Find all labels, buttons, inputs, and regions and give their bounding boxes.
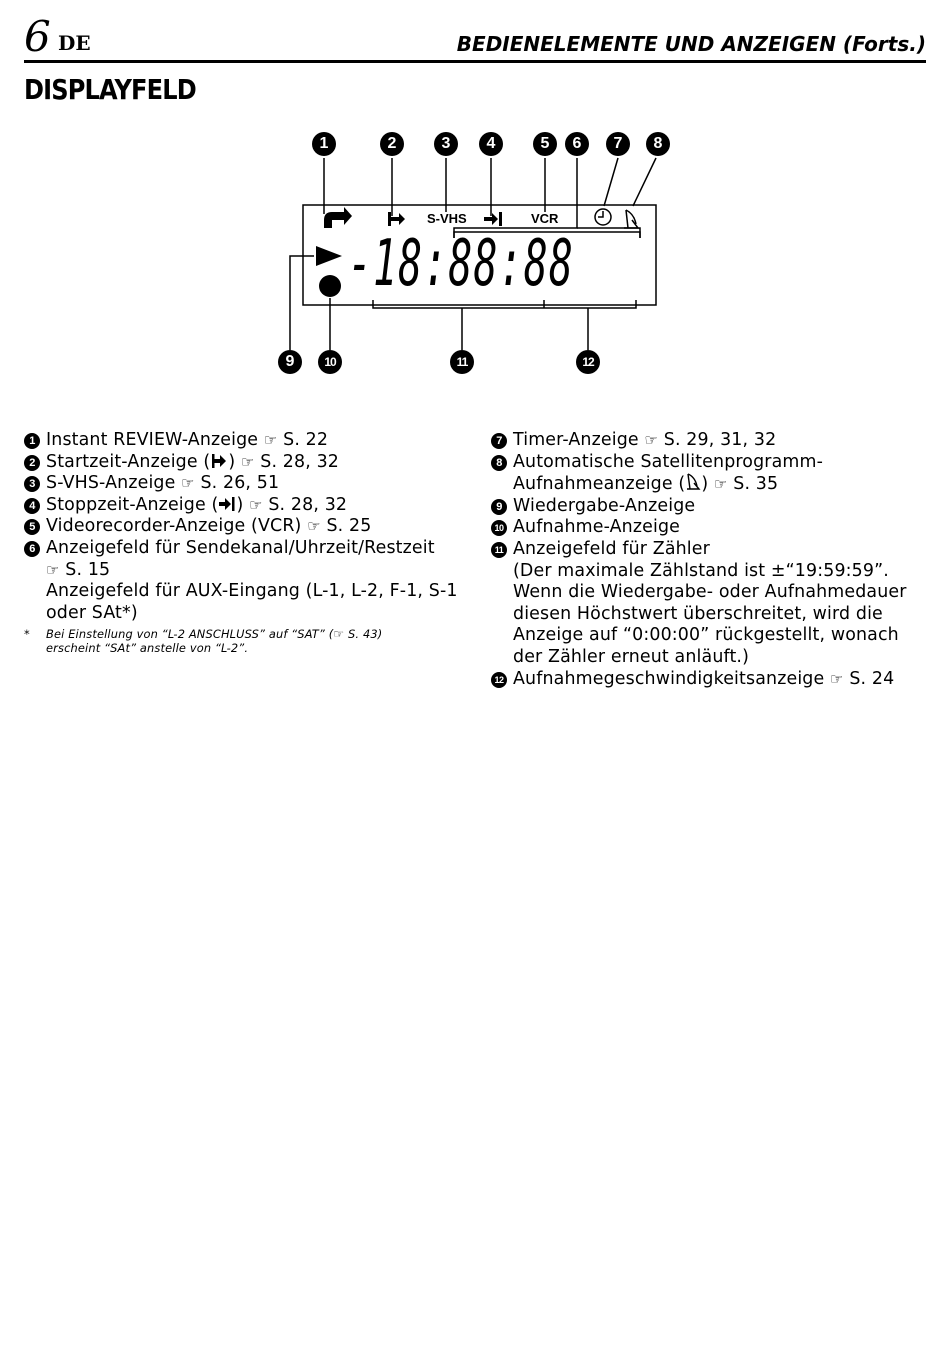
- lcd-drawing: [289, 157, 657, 350]
- list-item: 2 Startzeit-Anzeige () ☞ S. 28, 32: [24, 452, 464, 474]
- callout-1: 1: [312, 132, 336, 156]
- callout-12: 12: [576, 350, 600, 374]
- svhs-indicator: S-VHS: [427, 211, 467, 226]
- callout-2: 2: [380, 132, 404, 156]
- list-item: 10 Aufnahme-Anzeige: [491, 517, 931, 539]
- list-item: 11 Anzeigefeld für Zähler: [491, 539, 931, 561]
- callout-leaders: [289, 157, 657, 350]
- record-icon: [319, 275, 341, 297]
- hand-pointer-icon: ☞: [333, 627, 345, 642]
- vcr-indicator: VCR: [531, 211, 559, 226]
- list-item-extra: Anzeigefeld für AUX-Eingang (L-1, L-2, F…: [46, 581, 458, 623]
- display-panel-diagram: 1 2 3 4 5 6 7 8 9 10 11 12 S-VHS VCR -18…: [0, 110, 950, 400]
- hand-pointer-icon: ☞: [307, 517, 321, 536]
- callout-7: 7: [606, 132, 630, 156]
- list-item: 4 Stoppzeit-Anzeige () ☞ S. 28, 32: [24, 495, 464, 517]
- list-item-extra: (Der maximale Zählstand ist ±“19:59:59”.…: [513, 560, 907, 667]
- language-code: DE: [58, 31, 91, 55]
- callout-3: 3: [434, 132, 458, 156]
- lcd-frame: [302, 204, 657, 306]
- hand-pointer-icon: ☞: [830, 669, 844, 688]
- clock-icon: [594, 208, 612, 226]
- hand-pointer-icon: ☞: [46, 560, 60, 579]
- start-arrow-icon: [388, 212, 405, 226]
- callout-6: 6: [565, 132, 589, 156]
- hand-pointer-icon: ☞: [644, 431, 659, 449]
- list-item: 5 Videorecorder-Anzeige (VCR) ☞ S. 25: [24, 516, 464, 538]
- list-item: 7 Timer-Anzeige ☞ S. 29, 31, 32: [491, 430, 931, 452]
- callout-10: 10: [318, 350, 342, 374]
- callout-5: 5: [533, 132, 557, 156]
- satellite-dish-icon: [624, 209, 640, 229]
- legend-left-column: 1 Instant REVIEW-Anzeige ☞ S. 22 2 Start…: [24, 430, 464, 655]
- list-item: 8 Automatische Satellitenprogramm- Aufna…: [491, 452, 931, 496]
- list-item: 9 Wiedergabe-Anzeige: [491, 496, 931, 518]
- lcd-digit-readout: 18:88:88: [373, 227, 575, 301]
- legend-right-column: 7 Timer-Anzeige ☞ S. 29, 31, 32 8 Automa…: [491, 430, 931, 690]
- stop-arrow-icon: [219, 496, 235, 511]
- page-number: 6: [24, 12, 51, 61]
- chapter-title: BEDIENELEMENTE UND ANZEIGEN (Forts.): [456, 32, 926, 56]
- footnote: * Bei Einstellung von “L-2 ANSCHLUSS” au…: [24, 627, 383, 656]
- callout-11: 11: [450, 350, 474, 374]
- callout-8: 8: [646, 132, 670, 156]
- lcd-digits: -18:88:88: [348, 228, 574, 300]
- page-header: 6 DE BEDIENELEMENTE UND ANZEIGEN (Forts.…: [24, 12, 926, 63]
- list-item: 6 Anzeigefeld für Sendekanal/Uhrzeit/Res…: [24, 538, 464, 581]
- play-icon: [316, 246, 342, 266]
- satellite-dish-icon: [687, 473, 701, 490]
- section-title: DISPLAYFELD: [24, 73, 197, 106]
- lcd-minus: -: [348, 227, 374, 301]
- instant-review-icon: [324, 207, 352, 228]
- hand-pointer-icon: ☞: [181, 474, 195, 493]
- callout-4: 4: [479, 132, 503, 156]
- callout-9: 9: [278, 350, 302, 374]
- hand-pointer-icon: ☞: [263, 431, 278, 449]
- start-arrow-icon: [212, 453, 227, 468]
- hand-pointer-icon: ☞: [240, 452, 255, 471]
- hand-pointer-icon: ☞: [713, 475, 728, 494]
- list-item: 1 Instant REVIEW-Anzeige ☞ S. 22: [24, 430, 464, 452]
- list-item: 3 S-VHS-Anzeige ☞ S. 26, 51: [24, 473, 464, 495]
- stop-arrow-icon: [484, 212, 502, 226]
- hand-pointer-icon: ☞: [249, 495, 263, 514]
- list-item: 12 Aufnahmegeschwindigkeitsanzeige ☞ S. …: [491, 669, 931, 691]
